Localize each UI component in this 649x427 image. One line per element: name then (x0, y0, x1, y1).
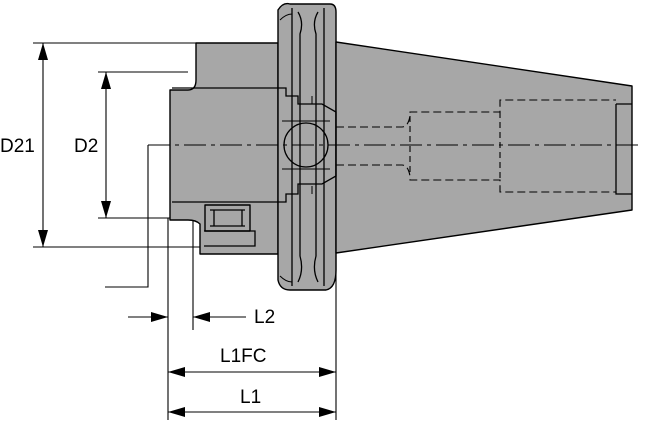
label-d2: D2 (74, 136, 98, 157)
dimension-l2 (151, 312, 246, 322)
label-l1fc: L1FC (220, 346, 266, 367)
extension-lines (33, 42, 337, 420)
toolholder-body (169, 2, 633, 291)
front-body (169, 42, 279, 255)
label-l2: L2 (254, 307, 275, 328)
dimension-l1fc (168, 367, 336, 377)
dimension-d2 (101, 72, 111, 218)
taper-shank (335, 41, 633, 254)
dimension-d21 (38, 43, 48, 247)
dimension-l1 (168, 407, 336, 417)
key-block (204, 204, 251, 232)
hidden-bore (336, 99, 616, 193)
taper-end-face (615, 103, 632, 195)
drive-key (204, 204, 256, 247)
label-d21: D21 (0, 136, 35, 157)
label-l1: L1 (240, 387, 261, 408)
